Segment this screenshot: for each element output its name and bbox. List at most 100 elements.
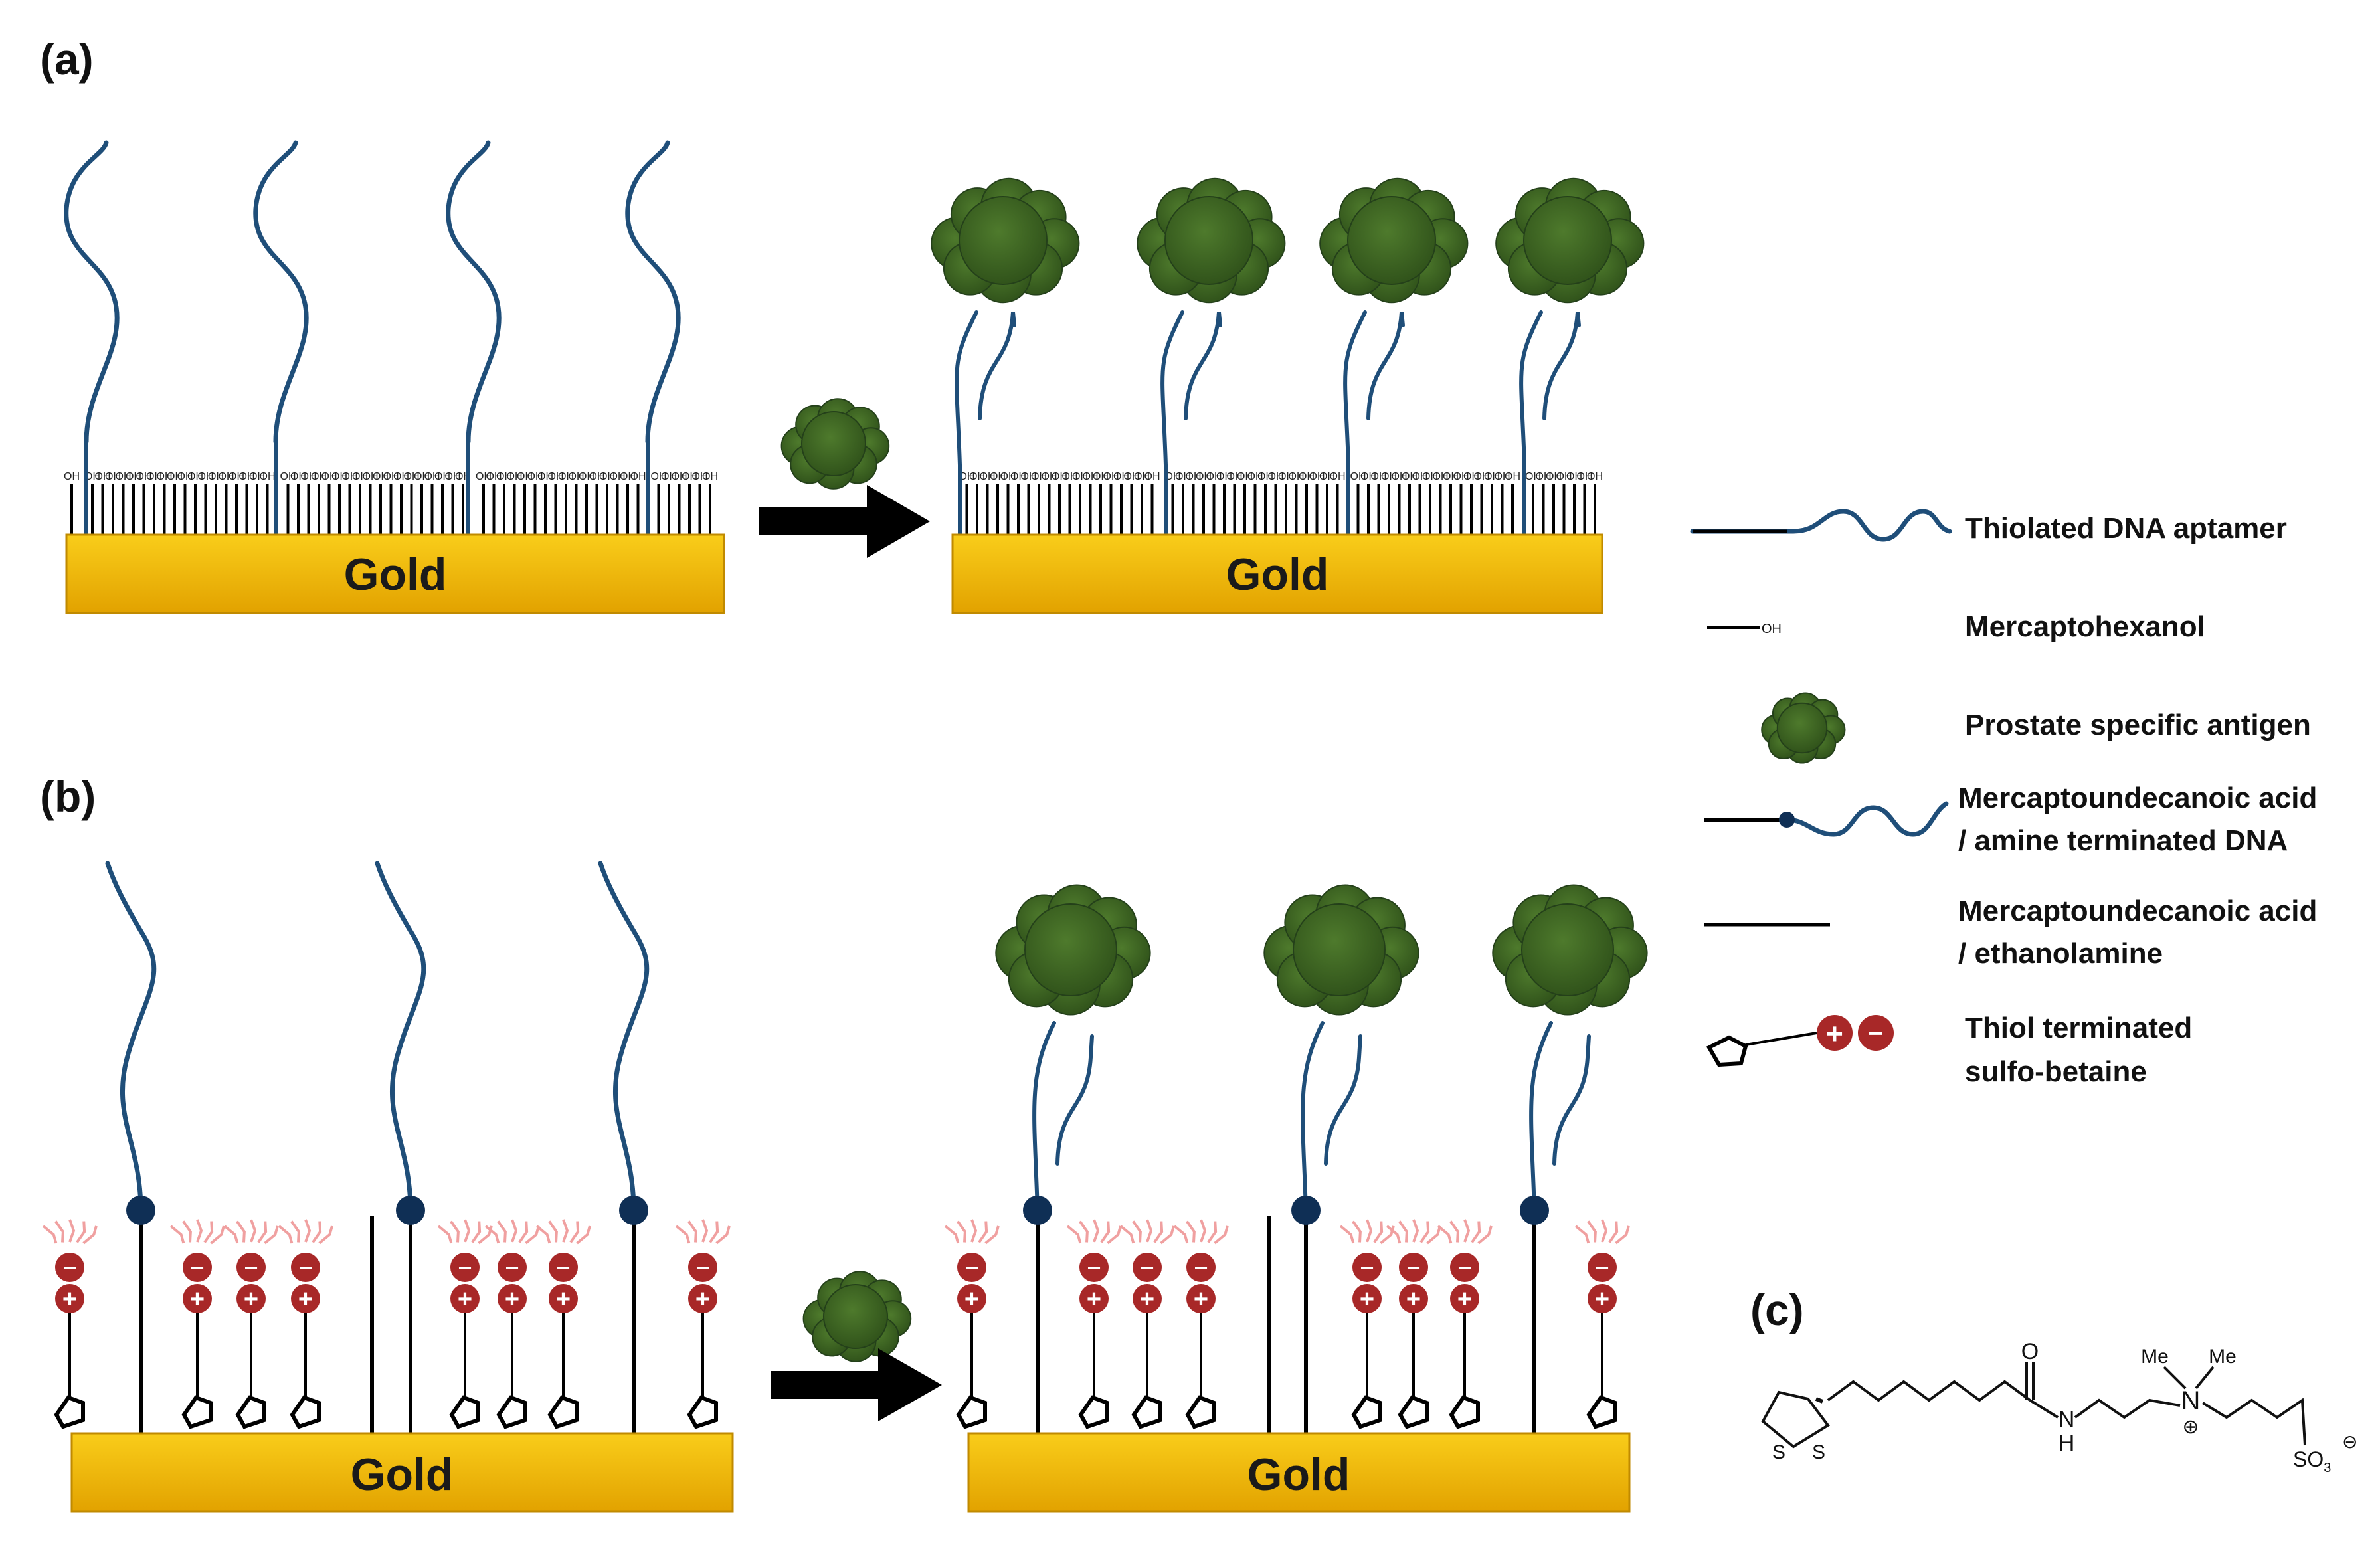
- oh-group: OH: [1392, 471, 1408, 482]
- water-molecule: [1449, 1220, 1459, 1243]
- oh-group: OH: [548, 471, 564, 482]
- minus-charge: −: [1868, 1019, 1883, 1048]
- cation: [183, 1284, 212, 1313]
- oh-group: OH: [1350, 471, 1366, 482]
- gold-substrate: [967, 1432, 1631, 1513]
- anion: [450, 1253, 480, 1282]
- psa-protein: [1761, 692, 1846, 764]
- water-molecule: [1066, 1225, 1082, 1244]
- minus-charge: −: [505, 1254, 519, 1281]
- cation: [688, 1284, 717, 1313]
- minus-charge: −: [190, 1254, 204, 1281]
- minus-charge: −: [458, 1254, 472, 1281]
- oh-group: OH: [661, 471, 677, 482]
- anion: [291, 1253, 320, 1282]
- structure-atoms: O N H N ⊕ Me Me S S SO3 ⊖: [1772, 1339, 2357, 1475]
- cation: [55, 1284, 84, 1313]
- water-molecule: [264, 1225, 279, 1245]
- psa-protein: [1137, 177, 1286, 304]
- water-molecule: [1477, 1225, 1493, 1245]
- oh-group: OH: [1247, 471, 1263, 482]
- oh-group: OH: [980, 471, 996, 482]
- water-molecule: [203, 1221, 214, 1243]
- oh-group: OH: [507, 471, 523, 482]
- amide-anchor: [1291, 1196, 1321, 1225]
- water-molecule: [675, 1225, 691, 1244]
- atom-Me-1: Me: [2141, 1346, 2169, 1368]
- panel-b-before: +−+−+−+−+−+−+−+−: [42, 861, 731, 1433]
- anion: [688, 1253, 717, 1282]
- oh-group: OH: [692, 471, 708, 482]
- water-molecule: [1587, 1220, 1597, 1243]
- water-molecule: [196, 1219, 203, 1243]
- sulfobetaine: +−: [1173, 1219, 1229, 1429]
- cation: [1399, 1284, 1428, 1313]
- oh-group: OH: [599, 471, 615, 482]
- plus-charge: +: [556, 1285, 571, 1313]
- bound-aptamer: [1343, 310, 1405, 467]
- anion: [1186, 1253, 1216, 1282]
- water-molecule: [304, 1219, 312, 1243]
- cation: [1450, 1284, 1479, 1313]
- oh-group: OH: [620, 471, 636, 482]
- lipoic-ring: [1398, 1395, 1429, 1429]
- gold-label: Gold: [1226, 549, 1329, 600]
- oh-group: OH: [239, 471, 255, 482]
- dna-aptamer: [253, 140, 309, 444]
- dna-aptamer: [375, 861, 426, 1213]
- oh-group: OH: [1278, 471, 1294, 482]
- oh-group: OH: [1124, 471, 1140, 482]
- oh-group: OH: [208, 471, 224, 482]
- oh-group: OH: [702, 471, 718, 482]
- oh-group: OH: [1237, 471, 1253, 482]
- oh-group: OH: [1010, 471, 1026, 482]
- oh-group: OH: [1072, 471, 1088, 482]
- water-molecule: [250, 1219, 257, 1243]
- sulfobetaine: +−: [1574, 1219, 1630, 1429]
- gold-label: Gold: [344, 549, 447, 600]
- oh-group: OH: [610, 471, 626, 482]
- amide-anchor: [1023, 1196, 1052, 1225]
- water-molecule: [471, 1221, 482, 1243]
- dna-aptamers: [64, 140, 681, 535]
- oh-group: OH: [1330, 471, 1346, 482]
- plus-charge: +: [458, 1285, 472, 1313]
- water-molecule: [1471, 1221, 1481, 1243]
- lipoic-ring: [181, 1395, 213, 1429]
- oh-group: OH: [527, 471, 543, 482]
- water-molecule: [236, 1220, 246, 1243]
- water-molecule: [944, 1225, 960, 1244]
- water-molecule: [1386, 1225, 1402, 1244]
- lipoic-ring: [290, 1395, 321, 1429]
- oh-group: OH: [383, 471, 399, 482]
- water-molecule: [1366, 1219, 1373, 1243]
- psa-protein: [1492, 884, 1648, 1016]
- oh-group: OH: [1299, 471, 1315, 482]
- plus-charge: +: [1140, 1285, 1154, 1313]
- psa-protein: [1263, 884, 1419, 1016]
- legend-label-mch: Mercaptohexanol: [1965, 610, 2205, 643]
- oh-group: OH: [1196, 471, 1212, 482]
- plus-charge: +: [190, 1285, 205, 1313]
- oh-group: OH: [290, 471, 306, 482]
- water-molecule: [687, 1220, 697, 1243]
- oh-group: OH: [1103, 471, 1119, 482]
- water-molecule: [82, 1225, 98, 1245]
- gold-substrate: [65, 533, 725, 614]
- atom-NH-N: N: [2059, 1407, 2075, 1432]
- anion: [183, 1253, 212, 1282]
- sulfobetaine: +−: [42, 1219, 98, 1429]
- oh-group: OH: [1165, 471, 1181, 482]
- oh-group: OH: [1546, 471, 1562, 482]
- minus-charge: −: [62, 1254, 76, 1281]
- oh-group: OH: [1453, 471, 1469, 482]
- water-molecule: [278, 1225, 294, 1244]
- dna-aptamer: [625, 140, 681, 444]
- oh-group: OH: [579, 471, 595, 482]
- oh-group: OH: [959, 471, 975, 482]
- water-molecule: [223, 1225, 239, 1244]
- oh-group: OH: [280, 471, 296, 482]
- plus-charge: +: [1360, 1285, 1374, 1313]
- water-molecule: [525, 1225, 540, 1245]
